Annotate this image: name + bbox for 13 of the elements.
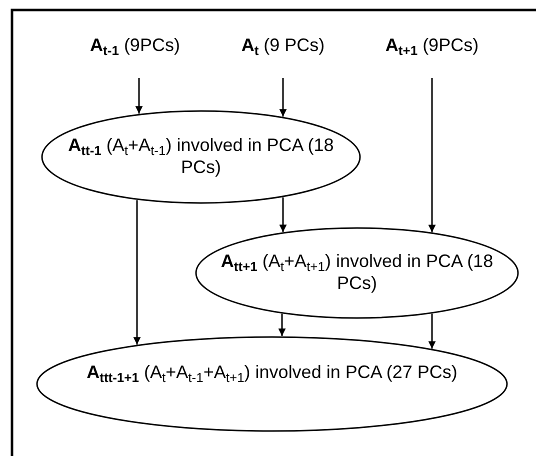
- node-label: A$_{t+1}$ (9PCs): [384, 34, 480, 56]
- arrow: [135, 78, 143, 114]
- arrow: [278, 314, 286, 336]
- arrow: [428, 314, 436, 349]
- arrow: [279, 197, 287, 232]
- arrow: [428, 78, 436, 232]
- node-label: A$_{t-1}$ (9PCs): [89, 34, 181, 56]
- node-label: A$_{tt-1}$ (A$_{t}$+A$_{t-1}$) involved in PCA (18 PCs): [67, 134, 335, 178]
- node-label: A$_{tt+1}$ (A$_{t}$+A$_{t+1}$) involved in PCA (18 PCs): [220, 250, 494, 294]
- arrow: [133, 200, 141, 345]
- arrow: [279, 78, 287, 117]
- node-label: A$_{t}$ (9 PCs): [240, 34, 326, 56]
- node-label: A$_{ttt-1+1}$ (A$_{t}$+A$_{t-1}$+A$_{t+1}$) involved in PCA (27 PCs): [86, 361, 458, 383]
